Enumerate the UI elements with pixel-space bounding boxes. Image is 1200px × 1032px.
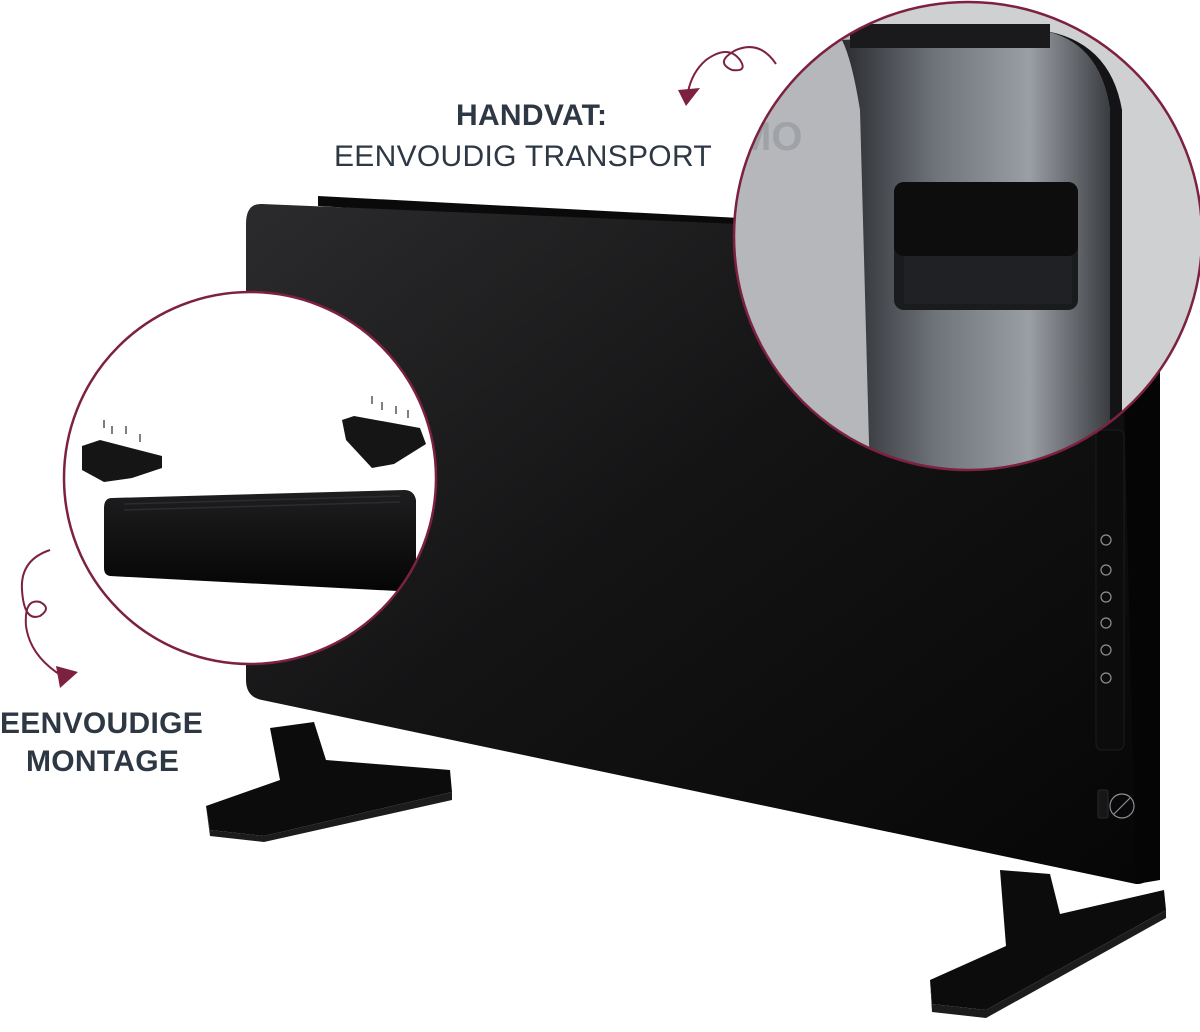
mounting-foot-right (342, 416, 426, 468)
arrow-to-mounting (20, 549, 63, 677)
mode-icon[interactable] (1100, 564, 1112, 576)
power-switch[interactable] (1097, 789, 1109, 819)
brand-fragment: MO (738, 115, 802, 159)
handle-zoom-circle: MO (732, 0, 1200, 472)
screws (103, 396, 409, 442)
heater-feet (206, 722, 1166, 1018)
mounting-foot-left (82, 440, 162, 482)
power-icon[interactable] (1100, 534, 1112, 546)
left-foot (206, 722, 452, 836)
mounting-zoom-circle (62, 290, 438, 666)
mounting-callout-line2: MONTAGE (26, 745, 180, 778)
arrow-head-mounting (56, 666, 78, 688)
right-foot (930, 870, 1166, 1010)
timer-icon[interactable] (1100, 644, 1112, 656)
no-cover-warning-icon (1109, 793, 1135, 819)
handle-callout-title: HANDVAT: (456, 99, 608, 132)
arrow-head-handle (678, 88, 700, 106)
control-buttons (1100, 534, 1112, 684)
control-panel (1095, 429, 1125, 751)
handle-callout-subtitle: EENVOUDIG TRANSPORT (334, 140, 712, 173)
mounting-heater-panel (104, 490, 416, 592)
minus-icon[interactable] (1100, 617, 1112, 629)
arrow-to-handle (687, 46, 777, 93)
mounting-callout-line1: EENVOUDIGE (0, 707, 204, 740)
wifi-icon[interactable] (1100, 672, 1112, 684)
plus-icon[interactable] (1100, 591, 1112, 603)
